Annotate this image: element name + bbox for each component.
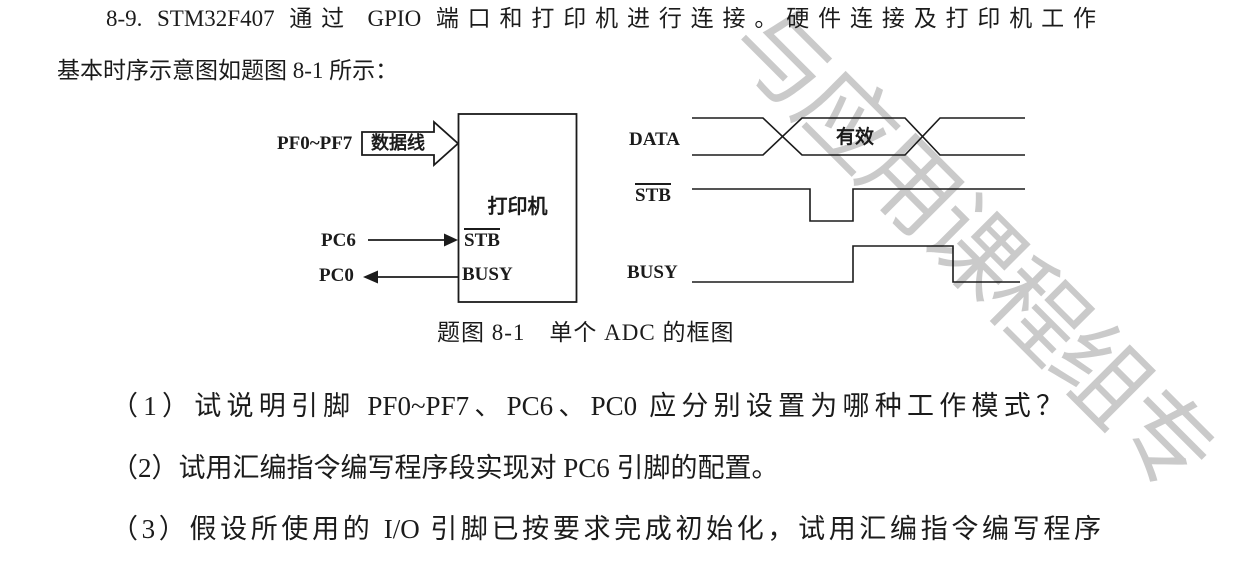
timing-busy-label: BUSY [627,262,678,283]
intro-text-line1: 8-9. STM32F407 通过 GPIO 端口和打印机进行连接。硬件连接及打… [106,6,1096,31]
pc0-pin-label: PC0 [319,265,354,286]
data-bus-block-arrow [361,119,460,168]
timing-stb-label: STB [635,183,671,207]
pc6-arrowhead-icon [444,233,458,247]
printer-box [457,113,578,303]
data-bus-label: 数据线 [371,133,425,153]
pc0-arrowhead-icon [363,270,378,284]
intro-text-line2: 基本时序示意图如题图 8-1 所示： [57,58,399,83]
timing-busy-waveform [692,245,1020,283]
timing-valid-label: 有效 [835,127,874,148]
timing-data-line-a [692,117,1025,156]
printer-busy-pin-label: BUSY [462,264,513,285]
question-1: （1）试说明引脚 PF0~PF7、PC6、PC0 应分别设置为哪种工作模式？ [111,391,1063,421]
question-3: （3）假设所使用的 I/O 引脚已按要求完成初始化，试用汇编指令编写程序 [111,514,1101,544]
pf0-pf7-pin-label: PF0~PF7 [277,133,353,154]
stb-overline-text: STB [635,183,671,206]
timing-data-line-b [692,117,1025,156]
timing-stb-waveform [692,188,1025,222]
question-2: （2）试用汇编指令编写程序段实现对 PC6 引脚的配置。 [111,453,779,483]
printer-stb-pin-label: STB [464,228,500,252]
printer-device-label: 打印机 [487,196,548,218]
timing-data-label: DATA [629,129,681,150]
pc6-pin-label: PC6 [321,230,356,251]
stb-overline-text: STB [464,228,500,251]
figure-caption: 题图 8-1 单个 ADC 的框图 [437,320,735,345]
